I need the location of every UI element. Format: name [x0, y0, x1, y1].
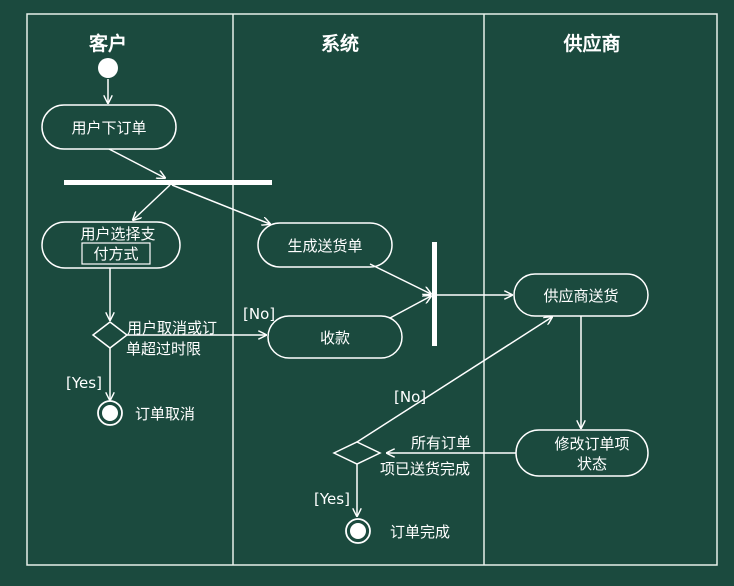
guard-yes-2: [Yes] — [314, 490, 350, 508]
final-completed-label: 订单完成 — [390, 523, 450, 541]
guard-cancel-cond-1: 用户取消或订 — [127, 319, 217, 337]
guard-all-done-1: 所有订单 — [411, 434, 471, 452]
activity-update-status-label-2: 状态 — [577, 455, 607, 473]
activity-choose-payment-label-2: 付方式 — [93, 245, 138, 263]
activity-collect-payment — [267, 315, 403, 359]
lane-title-system: 系统 — [321, 32, 359, 55]
final-node-completed — [345, 518, 371, 544]
guard-yes-1: [Yes] — [66, 374, 102, 392]
activity-generate-delivery — [257, 222, 393, 268]
final-node-cancelled — [97, 400, 123, 426]
flow-collect-to-join — [389, 296, 431, 319]
flow-fork-to-delivery-note — [171, 184, 270, 224]
activity-choose-payment-label-1: 用户选择支 — [80, 225, 155, 243]
final-node-completed-core — [350, 523, 366, 539]
activity-choose-payment — [41, 221, 181, 269]
lane-title-customer: 客户 — [89, 32, 127, 55]
activity-update-status-label-1: 修改订单项 — [554, 435, 629, 453]
lane-title-supplier: 供应商 — [562, 32, 620, 55]
flow-order-to-fork — [108, 148, 165, 178]
final-node-cancelled-core — [102, 405, 118, 421]
flow-delivery-to-join — [369, 263, 431, 294]
guard-cancel-cond-2: 单超过时限 — [126, 340, 201, 358]
swimlane-frame — [26, 13, 718, 566]
text-edit-box — [81, 242, 151, 265]
activity-generate-delivery-label: 生成送货单 — [287, 237, 362, 255]
join-bar — [432, 242, 437, 346]
activity-place-order-label: 用户下订单 — [71, 119, 146, 137]
activity-collect-payment-label: 收款 — [320, 329, 350, 347]
final-cancelled-label: 订单取消 — [135, 405, 195, 423]
guard-no-2: [No] — [394, 388, 426, 406]
flow-fork-to-payment — [133, 184, 171, 220]
fork-bar — [64, 180, 272, 185]
guard-no-1: [No] — [243, 305, 275, 323]
activity-supplier-delivery-label: 供应商送货 — [543, 287, 618, 305]
guard-all-done-2: 项已送货完成 — [380, 460, 470, 478]
initial-node — [98, 58, 118, 78]
flow-decision-to-supplier — [356, 317, 552, 443]
